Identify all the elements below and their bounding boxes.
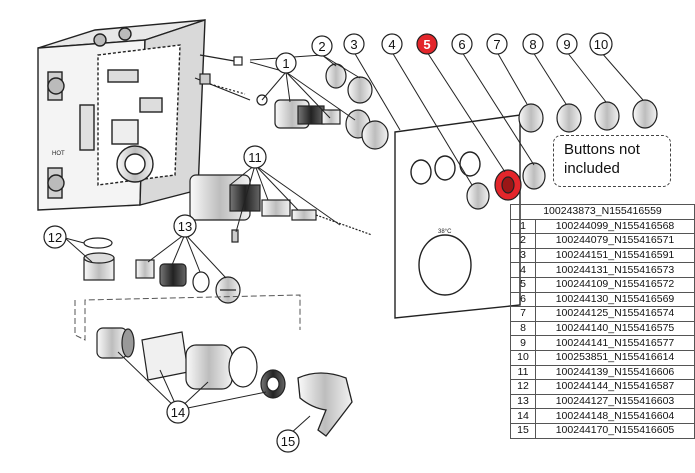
trim-kit-outline xyxy=(74,294,301,341)
part-number: 9 xyxy=(510,335,536,351)
thermostatic-cartridge xyxy=(189,174,373,243)
callout-13 xyxy=(173,214,197,238)
part-code: 100244144_N155416587 xyxy=(535,379,695,395)
callout-label-11: 11 xyxy=(248,150,262,165)
parts-table-header: 100243873_N155416559 xyxy=(510,204,695,220)
connector-part-12 xyxy=(83,237,115,281)
callout-8 xyxy=(522,33,544,55)
part-number: 2 xyxy=(510,233,536,249)
part-code: 100244109_N155416572 xyxy=(535,276,695,293)
callout-label-1: 1 xyxy=(282,56,289,71)
callout-7 xyxy=(486,33,508,55)
part-number: 13 xyxy=(510,393,536,410)
callout-12 xyxy=(43,225,67,249)
callout-label-15: 15 xyxy=(281,434,295,449)
part-number: 11 xyxy=(510,364,536,381)
callout-9 xyxy=(556,33,578,55)
handle-part-15 xyxy=(297,372,353,437)
trim-plate xyxy=(394,114,521,319)
callout-14 xyxy=(166,400,190,424)
part-code: 100244079_N155416571 xyxy=(535,233,695,249)
part-code: 100244130_N155416569 xyxy=(535,291,695,308)
callout-10 xyxy=(589,32,613,56)
note-line-1: Buttons not xyxy=(564,141,640,158)
part-number: 5 xyxy=(510,276,536,293)
part-number: 8 xyxy=(510,320,536,337)
callout-6 xyxy=(451,33,473,55)
callout-11 xyxy=(243,145,267,169)
box-hot-mark: HOT xyxy=(52,151,65,157)
callout-label-2: 2 xyxy=(318,39,325,54)
trim-parts-part-14 xyxy=(96,327,286,399)
callout-label-9: 9 xyxy=(563,37,570,52)
part-code: 100244139_N155416606 xyxy=(535,364,695,381)
part-code: 100253851_N155416614 xyxy=(535,349,695,366)
button-row-parts-7-10 xyxy=(518,99,658,133)
callout-label-13: 13 xyxy=(178,219,192,234)
callout-label-8: 8 xyxy=(529,37,536,52)
part-code: 100244170_N155416605 xyxy=(535,422,695,439)
callout-label-14: 14 xyxy=(171,405,185,420)
part-number: 3 xyxy=(510,247,536,264)
callout-label-4: 4 xyxy=(388,37,395,52)
callout-labels: 1 2 3 4 5 6 7 8 9 10 11 12 13 14 15 xyxy=(48,37,608,449)
callout-3 xyxy=(343,33,365,55)
part-number: 12 xyxy=(510,379,536,395)
part-code: 100244140_N155416575 xyxy=(535,320,695,337)
dial-temperature-mark: 38°C xyxy=(438,229,452,235)
callout-15 xyxy=(276,429,300,453)
callout-4 xyxy=(381,33,403,55)
part-code: 100244141_N155416577 xyxy=(535,335,695,351)
part-number: 7 xyxy=(510,306,536,322)
callout-label-12: 12 xyxy=(48,230,62,245)
callout-label-10: 10 xyxy=(594,37,608,52)
part-number: 1 xyxy=(510,218,536,235)
part-code: 100244131_N155416573 xyxy=(535,262,695,278)
stop-valve-part-13 xyxy=(135,259,241,304)
callouts xyxy=(43,32,613,453)
callout-label-7: 7 xyxy=(493,37,500,52)
part-code: 100244151_N155416591 xyxy=(535,247,695,264)
part-code: 100244099_N155416568 xyxy=(535,218,695,235)
callout-1 xyxy=(275,52,297,74)
buttons-not-included-note: Buttons not included xyxy=(553,135,671,187)
part-number: 15 xyxy=(510,422,536,439)
callout-label-3: 3 xyxy=(350,37,357,52)
diverter-cartridges xyxy=(274,63,389,150)
part-number: 6 xyxy=(510,291,536,308)
callout-2 xyxy=(311,35,333,57)
callout-5 xyxy=(416,33,438,55)
part-number: 4 xyxy=(510,262,536,278)
part-code: 100244127_N155416603 xyxy=(535,393,695,410)
note-line-2: included xyxy=(564,160,620,177)
mounting-box xyxy=(37,19,206,211)
part-number: 14 xyxy=(510,408,536,424)
callout-label-6: 6 xyxy=(458,37,465,52)
plate-buttons xyxy=(466,162,546,210)
callout-label-5: 5 xyxy=(423,37,430,52)
part-code: 100244125_N155416574 xyxy=(535,306,695,322)
screws xyxy=(194,54,268,106)
part-code: 100244148_N155416604 xyxy=(535,408,695,424)
part-number: 10 xyxy=(510,349,536,366)
